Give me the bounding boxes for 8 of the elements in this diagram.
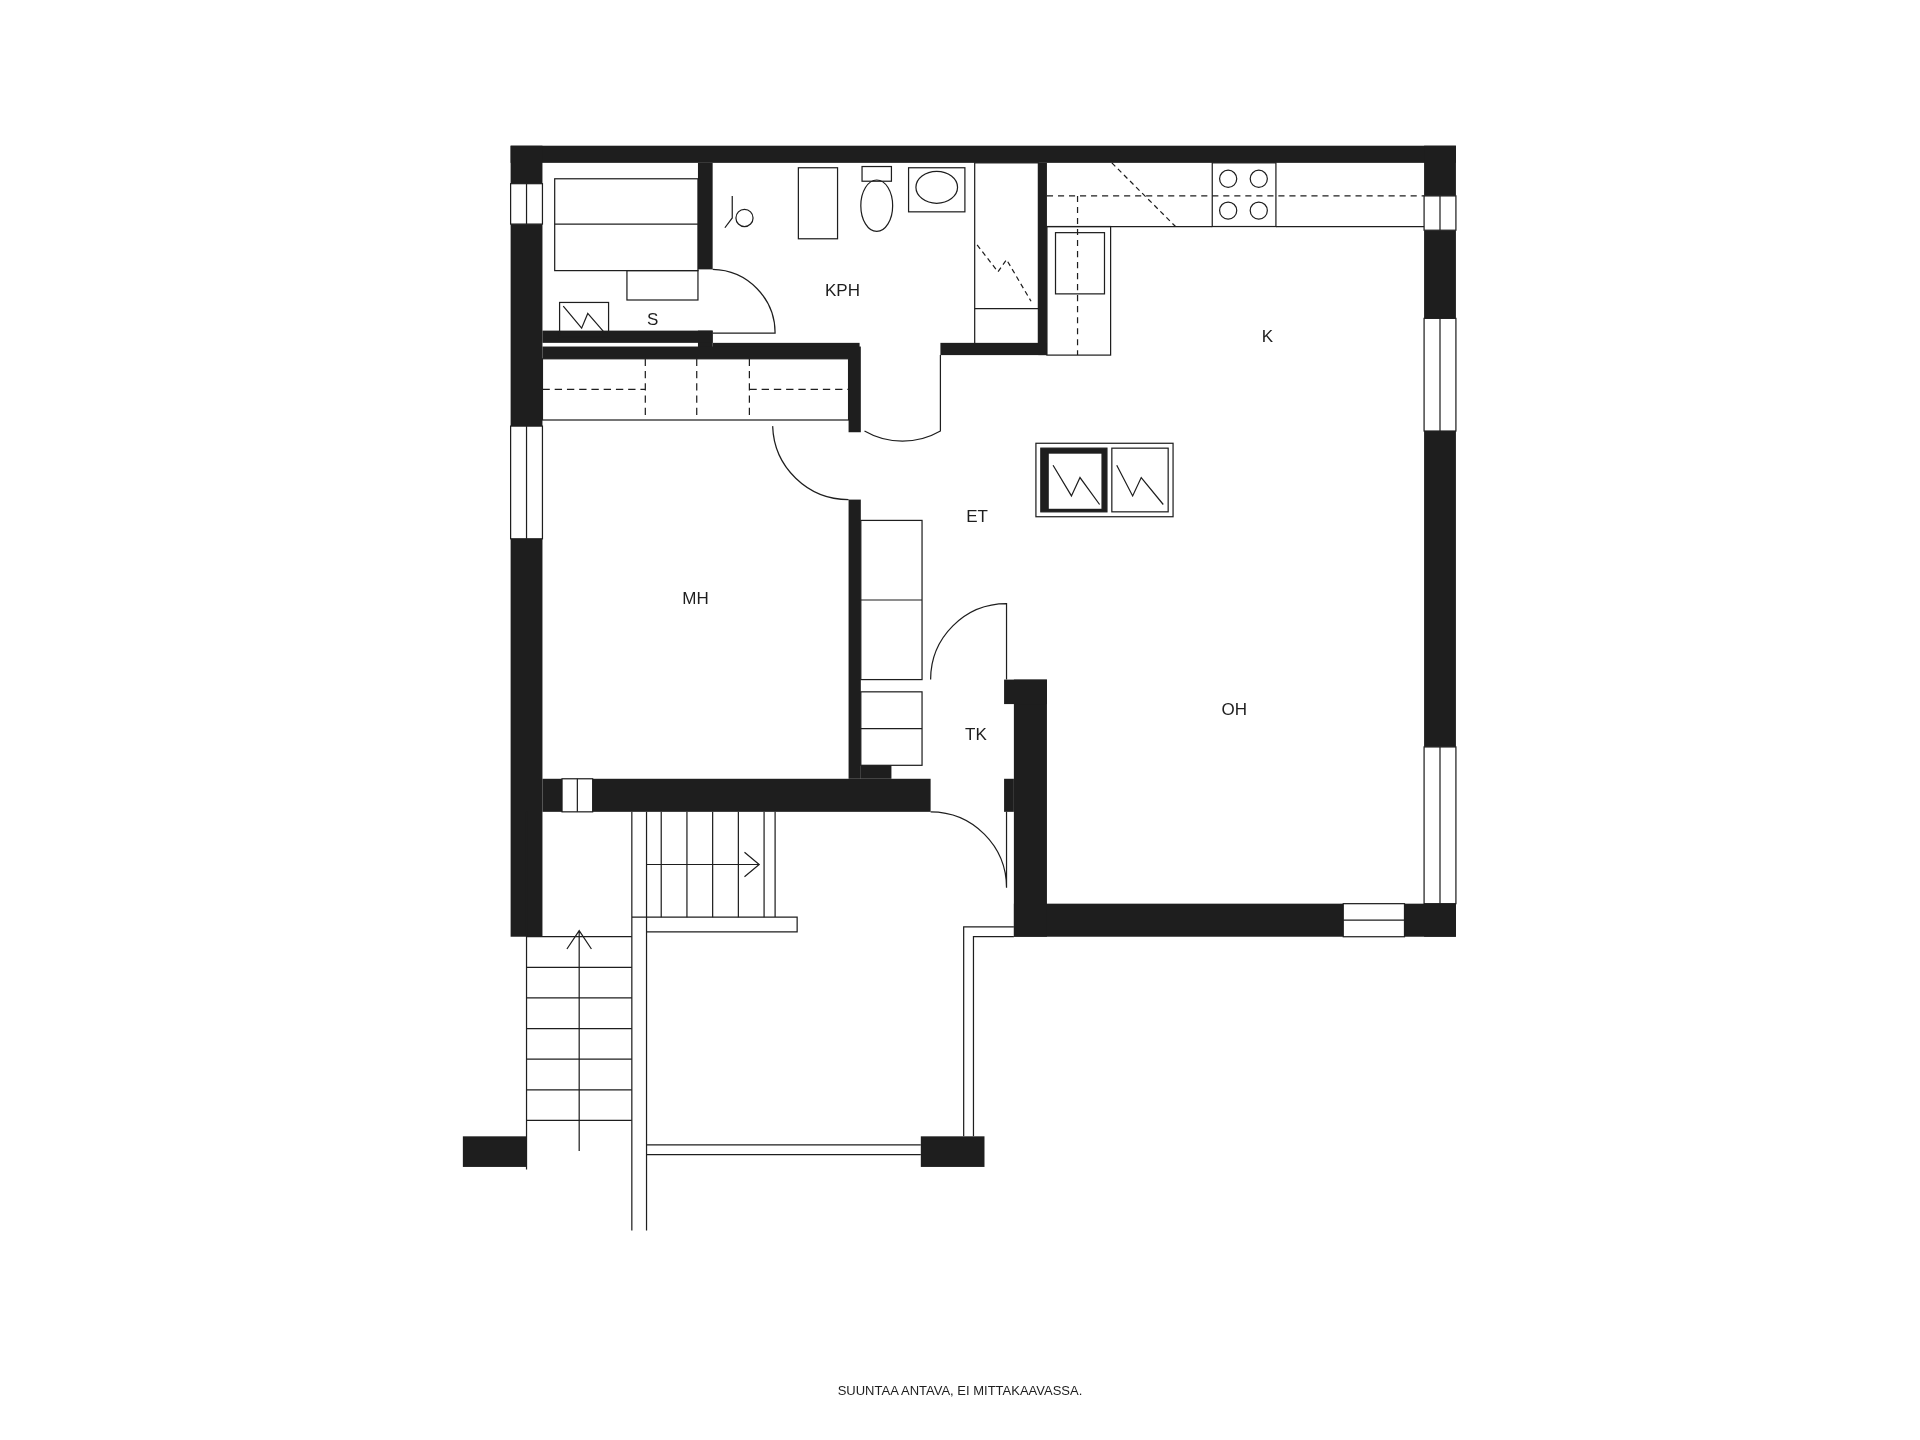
room-label: S	[646, 308, 659, 331]
room-label: MH	[682, 588, 709, 610]
room-label: K	[1261, 326, 1273, 348]
room-label: KPH	[824, 280, 860, 303]
room-label: ET	[966, 506, 988, 528]
room-label: TK	[965, 723, 987, 746]
caption: SUUNTAA ANTAVA, EI MITTAKAAVASSA.	[837, 1382, 1083, 1401]
room-label: OH	[1221, 699, 1248, 722]
